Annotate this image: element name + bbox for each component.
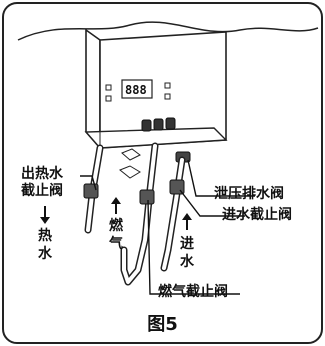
leader-relief-valve xyxy=(187,159,255,197)
display-digits: 888 xyxy=(125,83,147,97)
knob-3[interactable] xyxy=(165,117,176,130)
right-button-2[interactable] xyxy=(164,93,171,100)
left-button-2[interactable] xyxy=(105,95,112,102)
gas-valve-label: 燃气截止阀 xyxy=(158,284,228,300)
outlet-valve-label-line2: 截止阀 xyxy=(21,183,63,199)
gas-label-2: 气 xyxy=(109,236,123,252)
connector-block xyxy=(121,148,141,161)
right-button[interactable] xyxy=(164,82,171,89)
leader-gas-valve xyxy=(147,199,240,295)
hot-water-label-1: 热 xyxy=(38,228,52,244)
figure-caption: 图5 xyxy=(147,314,178,335)
inlet-label-1: 进 xyxy=(180,236,194,252)
hot-water-arrow xyxy=(40,206,50,224)
display-screen xyxy=(121,79,153,99)
hot-water-pipe xyxy=(83,144,104,234)
gas-pipe xyxy=(120,142,159,286)
leader-inlet-valve xyxy=(179,189,245,217)
figure-border xyxy=(2,2,323,344)
knob-2[interactable] xyxy=(153,118,164,131)
outlet-valve-label-line1: 出热水 xyxy=(21,166,63,182)
knob-1[interactable] xyxy=(141,119,152,132)
control-knobs xyxy=(141,117,176,132)
hot-water-label-2: 水 xyxy=(38,246,52,262)
control-panel: 888 xyxy=(105,79,171,102)
leader-outlet-valve xyxy=(80,175,97,191)
inlet-arrow xyxy=(182,213,192,230)
gas-arrow xyxy=(111,197,121,214)
gas-valve[interactable] xyxy=(139,189,155,205)
gas-label-1: 燃 xyxy=(109,218,123,234)
inlet-label-2: 水 xyxy=(180,254,194,270)
inlet-valve-label: 进水截止阀 xyxy=(222,207,292,223)
hot-water-valve[interactable] xyxy=(83,183,99,199)
wall-edge xyxy=(17,21,319,41)
heater-side-panel xyxy=(85,28,101,151)
left-button[interactable] xyxy=(105,84,112,91)
bracket xyxy=(119,165,141,179)
relief-valve-label: 泄压排水阀 xyxy=(214,186,284,202)
